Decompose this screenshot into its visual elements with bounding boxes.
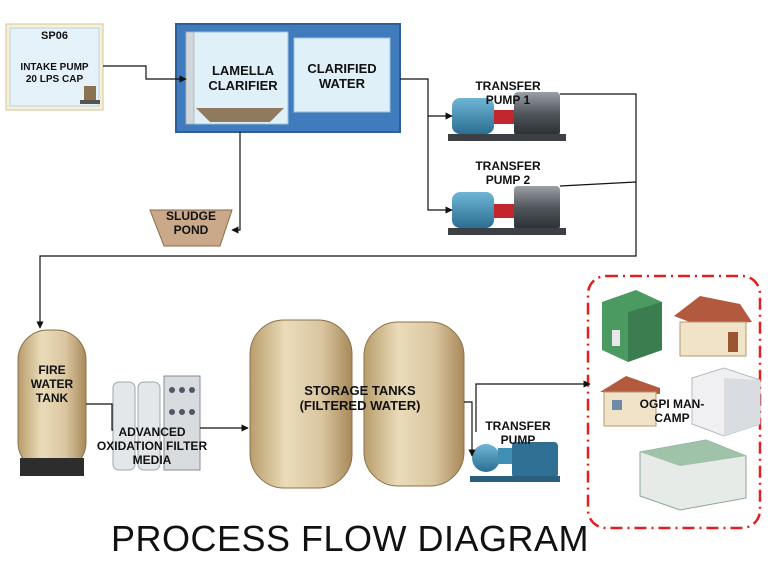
- portable-office-icon: [691, 367, 761, 437]
- lamella-clarifier-unit: [175, 23, 401, 133]
- sludge-hopper-icon: [196, 108, 284, 122]
- transfer-pump-2-icon: [448, 186, 566, 235]
- container-building-icon: [639, 439, 747, 511]
- intake-pump-station: [5, 23, 104, 111]
- advanced-oxidation-filter-label: ADVANCED OXIDATION FILTER MEDIA: [96, 425, 208, 467]
- page-title: PROCESS FLOW DIAGRAM: [110, 518, 590, 559]
- intake-desc-label: INTAKE PUMP 20 LPS CAP: [20, 62, 89, 85]
- fire-water-tank-label: FIRE WATER TANK: [30, 363, 74, 405]
- storage-tanks-label: STORAGE TANKS (FILTERED WATER): [299, 383, 421, 413]
- sludge-pond-label: SLUDGE POND: [165, 209, 216, 237]
- flow-lines: [36, 65, 637, 457]
- sludge-pond: [149, 209, 233, 247]
- intake-pump-icon: [84, 86, 96, 102]
- fire-water-tank-icon: [17, 329, 87, 476]
- advanced-oxidation-filter-icon: [112, 375, 201, 471]
- lamella-clarifier-label: LAMELLA CLARIFIER: [208, 63, 278, 93]
- transfer-pump-3-label: TRANSFER PUMP: [485, 419, 551, 447]
- ogpi-man-camp-label: OGPI MAN- CAMP: [639, 397, 705, 425]
- small-house-icon: [600, 376, 660, 427]
- transfer-pump-1-icon: [448, 92, 566, 141]
- transfer-pump-3-icon: [470, 442, 560, 482]
- clarified-water-label: CLARIFIED WATER: [307, 61, 377, 91]
- storage-tank-1-icon: [249, 319, 353, 489]
- house-icon: [674, 296, 752, 357]
- intake-name-label: SP06: [41, 30, 68, 42]
- transfer-pump-2-label: TRANSFER PUMP 2: [475, 159, 541, 187]
- storage-tank-2-icon: [363, 321, 465, 487]
- green-cabin-icon: [602, 290, 662, 362]
- transfer-pump-1-label: TRANSFER PUMP 1: [475, 79, 541, 107]
